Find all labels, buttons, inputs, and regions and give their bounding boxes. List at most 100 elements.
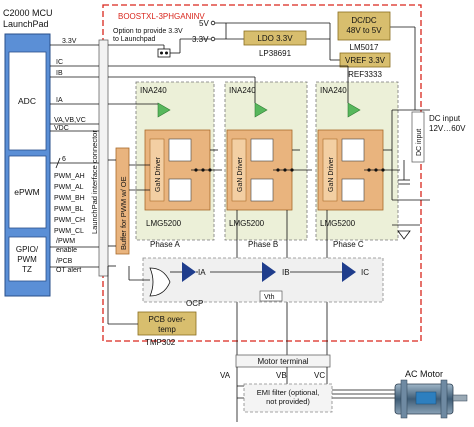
phase-a-label: Phase A bbox=[150, 240, 180, 249]
gpio-ot: OT alert bbox=[56, 267, 81, 274]
vref-part: REF3333 bbox=[348, 70, 382, 79]
vref-block bbox=[339, 52, 391, 68]
phase-b-amp-icon bbox=[254, 102, 268, 118]
epwm-block bbox=[8, 155, 47, 229]
pwm-bh: PWM_BH bbox=[54, 195, 85, 202]
ocp-comp-b-icon bbox=[262, 262, 276, 282]
phase-b-label: Phase B bbox=[248, 240, 278, 249]
sig-count: 6 bbox=[62, 156, 66, 163]
adc-label: ADC bbox=[18, 96, 36, 106]
phase-b-hs-fet-icon bbox=[250, 138, 274, 162]
pwm-bl: PWM_BL bbox=[54, 206, 84, 213]
adc-block bbox=[8, 51, 47, 151]
gpio-pcb: /PCB bbox=[56, 258, 73, 265]
motor-va: VA bbox=[220, 371, 231, 380]
ac-motor-icon bbox=[394, 379, 468, 419]
phase-c: INA240 GaN Driver LMG5200 Phase C bbox=[315, 81, 399, 249]
motor-vc: VC bbox=[314, 371, 325, 380]
motor-vb: VB bbox=[276, 371, 287, 380]
phase-c-ls-fet-icon bbox=[341, 178, 365, 202]
phase-a-hs-fet-icon bbox=[168, 138, 192, 162]
sig-ib: IB bbox=[56, 70, 63, 77]
dc-input-box-label: DC input bbox=[416, 129, 423, 156]
ocp-comp-c-icon bbox=[342, 262, 356, 282]
launchpad-connector bbox=[98, 39, 109, 277]
phase-b-ls-fet-icon bbox=[250, 178, 274, 202]
phase-a-amp: INA240 bbox=[140, 86, 167, 95]
phase-b-part: LMG5200 bbox=[229, 219, 265, 228]
rail-3v3: 3.3V bbox=[192, 35, 209, 44]
vth-box bbox=[259, 290, 283, 302]
pcb-overtemp-block bbox=[137, 311, 197, 336]
vref-label: VREF 3.3V bbox=[345, 56, 386, 65]
gpio-block bbox=[8, 236, 47, 282]
phase-c-part: LMG5200 bbox=[320, 219, 356, 228]
phase-a-part: LMG5200 bbox=[146, 219, 182, 228]
phase-b: INA240 GaN Driver LMG5200 Phase B bbox=[224, 81, 308, 249]
ldo-part: LP38691 bbox=[259, 49, 292, 58]
mcu-subtitle: LaunchPad bbox=[3, 19, 49, 29]
dcdc-block bbox=[337, 11, 391, 41]
phase-a-driver-label: GaN Driver bbox=[155, 156, 162, 192]
mcu-title: C2000 MCU bbox=[3, 8, 53, 18]
option-jumper bbox=[157, 48, 171, 58]
ac-motor-label: AC Motor bbox=[405, 369, 443, 379]
phase-c-driver-label: GaN Driver bbox=[328, 156, 335, 192]
pcb-label: PCB over-temp bbox=[149, 315, 186, 334]
ocp-ib: IB bbox=[282, 268, 290, 277]
ocp-vth: Vth bbox=[264, 294, 275, 301]
ocp-or-gate-icon bbox=[149, 267, 171, 297]
ocp-wiring bbox=[128, 266, 342, 281]
jumper-pin-2 bbox=[165, 51, 168, 55]
ocp-label: OCP bbox=[186, 299, 203, 308]
ocp-comp-a-icon bbox=[182, 262, 196, 282]
phase-b-amp: INA240 bbox=[229, 86, 256, 95]
sig-ic: IC bbox=[56, 59, 63, 66]
gpio-enable: enable bbox=[56, 247, 77, 254]
node-5v bbox=[210, 20, 216, 26]
board-name: BOOSTXL-3PHGANINV bbox=[118, 12, 205, 21]
phase-c-driver bbox=[322, 138, 338, 202]
pwm-buffer bbox=[115, 147, 130, 255]
phase-a-ls-fet-icon bbox=[168, 178, 192, 202]
ocp-ia: IA bbox=[198, 268, 206, 277]
pwm-cl: PWM_CL bbox=[54, 228, 84, 235]
phase-a-amp-icon bbox=[157, 102, 171, 118]
emi-label: EMI filter (optional,not provided) bbox=[257, 388, 320, 406]
phase-c-label: Phase C bbox=[333, 240, 364, 249]
buffer-label: Buffer for PWM w/ OE bbox=[119, 176, 128, 250]
ldo-block bbox=[243, 30, 307, 46]
node-3v3 bbox=[210, 36, 216, 42]
pwm-ch: PWM_CH bbox=[54, 217, 85, 224]
motor-terminal-label: Motor terminal bbox=[257, 357, 308, 366]
pwm-al: PWM_AL bbox=[54, 184, 84, 191]
sig-vdc: VDC bbox=[54, 125, 69, 132]
jumper-pin-1 bbox=[160, 51, 163, 55]
motor-terminal bbox=[235, 354, 331, 368]
pwm-ah: PWM_AH bbox=[54, 173, 85, 180]
dc-input-box bbox=[411, 111, 425, 163]
sig-ia: IA bbox=[56, 97, 63, 104]
power-lines bbox=[170, 22, 416, 110]
phase-c-hs-fet-icon bbox=[341, 138, 365, 162]
ground-icon bbox=[397, 230, 411, 240]
phase-b-driver-label: GaN Driver bbox=[237, 156, 244, 192]
connector-label: LaunchPad interface connector bbox=[90, 130, 99, 234]
mcu-signal-lines bbox=[50, 44, 99, 268]
dcdc-part: LM5017 bbox=[350, 43, 379, 52]
sig-vabc: VA,VB,VC bbox=[54, 117, 86, 124]
pcb-wiring bbox=[107, 266, 138, 325]
emi-filter-box bbox=[243, 383, 333, 413]
phase-c-amp-icon bbox=[347, 102, 361, 118]
phase-a-driver bbox=[149, 138, 165, 202]
epwm-label: ePWM bbox=[14, 187, 40, 197]
sig-3v3: 3.3V bbox=[62, 38, 77, 45]
phase-a: INA240 GaN Driver LMG5200 Phase A bbox=[135, 81, 215, 249]
ldo-label: LDO 3.3V bbox=[257, 34, 293, 43]
gpio-pwm: /PWM bbox=[56, 238, 75, 245]
